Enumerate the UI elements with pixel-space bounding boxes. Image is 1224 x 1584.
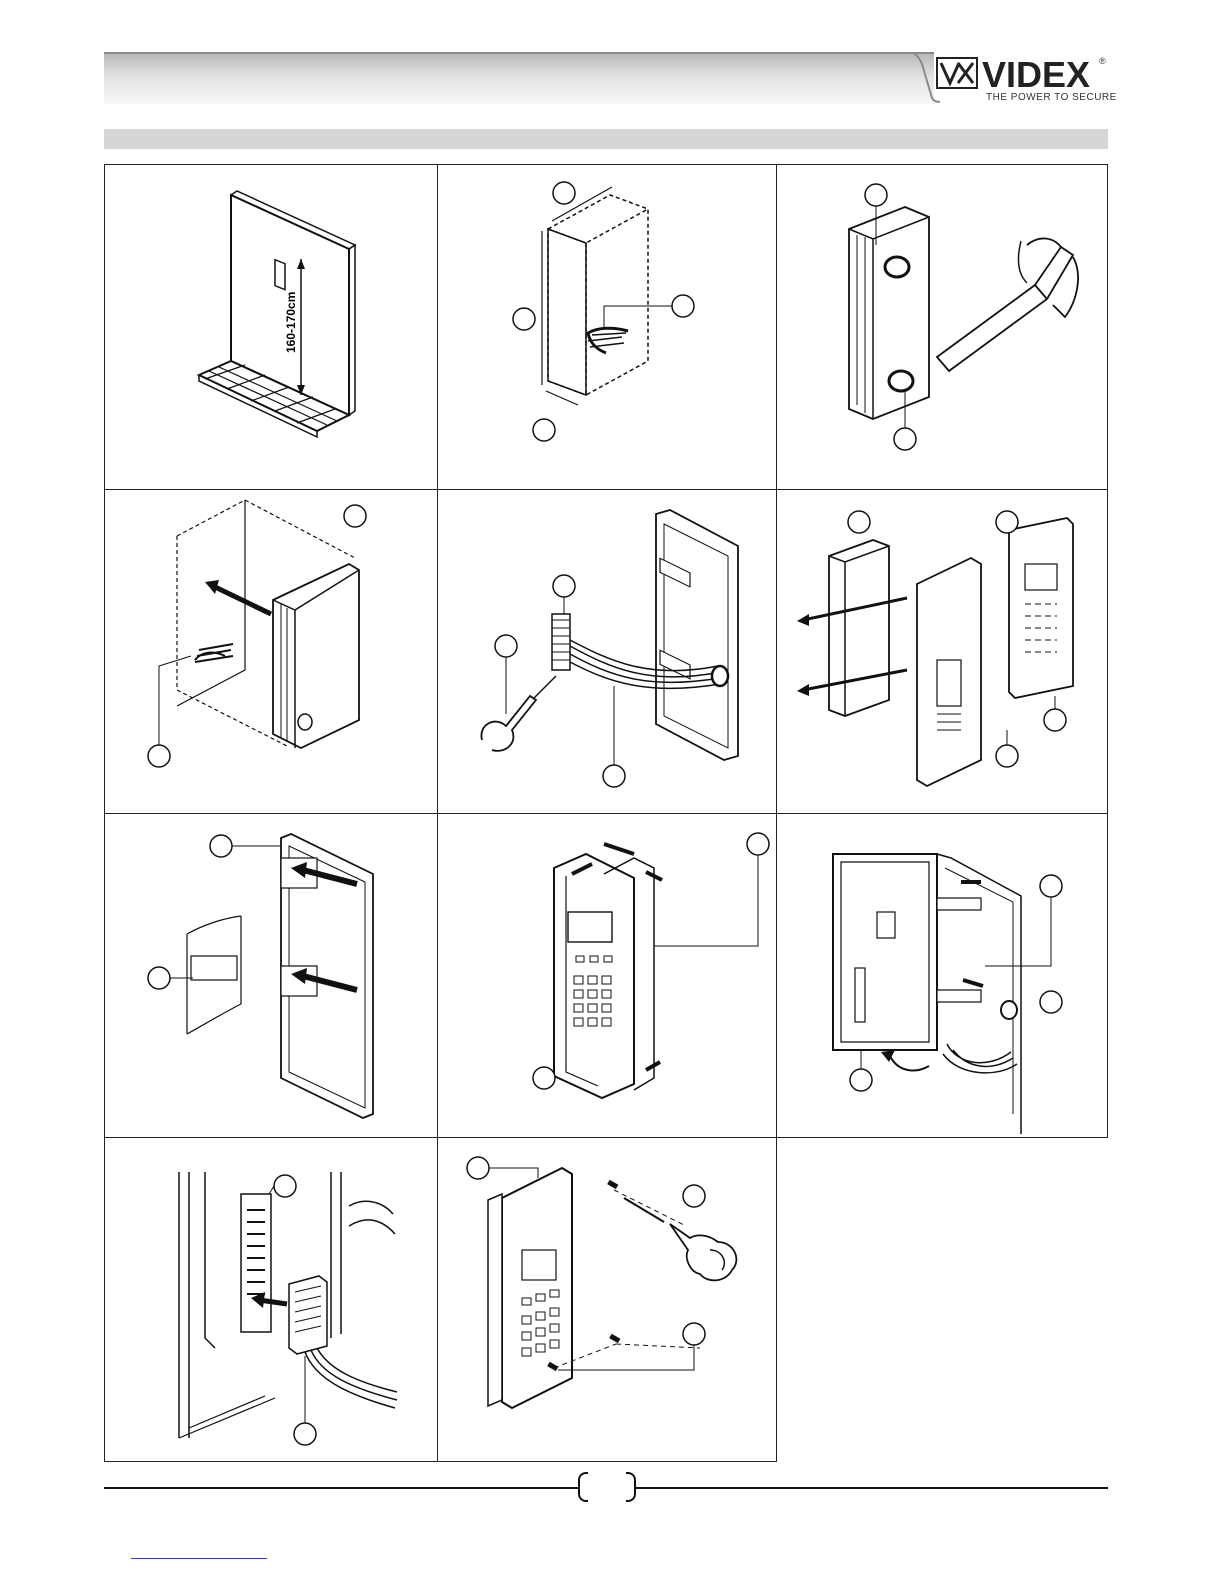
header-band (104, 52, 934, 104)
wall-height-diagram-icon: 160-170cm (105, 165, 439, 491)
videx-vx-mark-icon (934, 54, 984, 94)
figure-cell-empty (776, 1137, 1108, 1138)
figure-cell-10 (104, 1137, 438, 1462)
wall-height-label: 160-170cm (284, 292, 298, 353)
terminal-connect-diagram-icon (105, 1138, 439, 1463)
figure-cell-7 (104, 813, 438, 1138)
recess-dimensions-diagram-icon (438, 165, 778, 491)
installation-figure-grid: 160-170cm (104, 164, 1108, 1462)
page-number-brace-left (578, 1472, 588, 1502)
figure-cell-4 (104, 489, 438, 814)
screw-fix-diagram-icon (438, 1138, 778, 1463)
registered-mark: ® (1099, 56, 1106, 66)
brand-tagline: THE POWER TO SECURE (986, 92, 1117, 103)
backbox-insert-diagram-icon (105, 490, 439, 815)
footer-link[interactable] (131, 1558, 267, 1559)
figure-cell-6 (776, 489, 1108, 814)
figure-cell-11 (437, 1137, 777, 1462)
figure-cell-3 (776, 164, 1108, 490)
figure-cell-2 (437, 164, 777, 490)
footer-rule-left (104, 1487, 578, 1489)
hinge-clip-diagram-icon (105, 814, 439, 1139)
panel-open-diagram-icon (777, 814, 1109, 1139)
page-number-brace-right (626, 1472, 636, 1502)
backbox-sealant-diagram-icon (777, 165, 1109, 491)
footer-rule-right (636, 1487, 1108, 1489)
brand-name: VIDEX (982, 54, 1090, 96)
figure-cell-9 (776, 813, 1108, 1138)
panel-fit-diagram-icon (438, 814, 778, 1139)
figure-cell-1: 160-170cm (104, 164, 438, 490)
figure-cell-8 (437, 813, 777, 1138)
figure-cell-5 (437, 489, 777, 814)
cable-gland-diagram-icon (438, 490, 778, 815)
section-title-bar (104, 129, 1108, 149)
panel-hinge-diagram-icon (777, 490, 1109, 815)
